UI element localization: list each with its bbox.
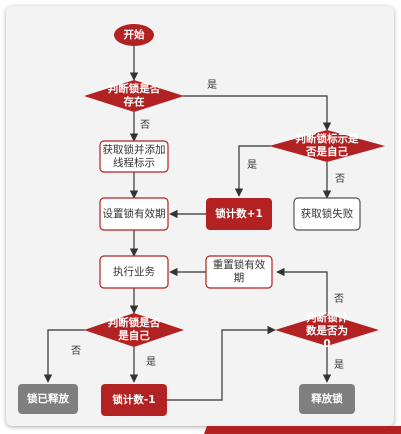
- count-minus-label: 锁计数-1: [112, 393, 156, 406]
- decision-check-owner-2: [84, 313, 184, 347]
- edge-check2-no: [43, 329, 85, 383]
- process-reset-expiry: [205, 255, 273, 289]
- start-node: [114, 24, 154, 46]
- reset-expiry-label: 重置锁有效期: [212, 259, 266, 284]
- edge-label-no-4: 否: [334, 293, 344, 305]
- terminal-release-lock: [299, 384, 355, 414]
- process-acquire-lock: [99, 140, 169, 173]
- process-execute: [99, 255, 169, 289]
- count-zero-label: 判断锁计数是否为0: [306, 311, 348, 350]
- edge-label-yes-4: 是: [334, 359, 344, 371]
- process-acquire-fail: [293, 197, 361, 231]
- edge-label-yes-3: 是: [146, 356, 156, 368]
- process-count-plus: [206, 198, 272, 230]
- count-plus-label: 锁计数+1: [215, 207, 263, 220]
- set-expiry-label: 设置锁有效期: [102, 207, 166, 220]
- edge-label-yes-2: 是: [247, 159, 257, 171]
- process-set-expiry: [99, 197, 169, 231]
- release-lock-label: 释放锁: [311, 392, 343, 405]
- lock-released-label: 锁已释放: [27, 392, 69, 405]
- decision-lock-exists: [84, 80, 184, 112]
- acquire-fail-label: 获取锁失败: [300, 207, 354, 220]
- process-count-minus: [101, 384, 167, 416]
- check-owner-2-label: 判断锁是否是自己: [107, 317, 161, 342]
- decision-count-zero: [275, 314, 379, 346]
- edge-zero-no: [276, 267, 328, 314]
- edge-label-no-1: 否: [140, 119, 150, 131]
- execute-label: 执行业务: [113, 265, 155, 278]
- check-owner-label: 判断锁标示是否是自己: [295, 133, 359, 158]
- start-label: 开始: [123, 28, 145, 41]
- terminal-lock-released: [18, 384, 78, 414]
- edge-minus-to-zero: [167, 325, 276, 401]
- edge-label-no-3: 否: [71, 345, 81, 357]
- edge-check-yes: [182, 95, 332, 131]
- edge-label-yes-1: 是: [207, 79, 217, 91]
- check-lock-exists-label: 判断锁是否存在: [107, 83, 161, 108]
- decision-check-owner: [269, 130, 385, 162]
- edge-owner-yes: [234, 145, 271, 197]
- footer-accent-bar: [204, 426, 401, 434]
- acquire-lock-label: 获取锁并添加线程标示: [102, 143, 166, 169]
- edge-label-no-2: 否: [335, 173, 345, 185]
